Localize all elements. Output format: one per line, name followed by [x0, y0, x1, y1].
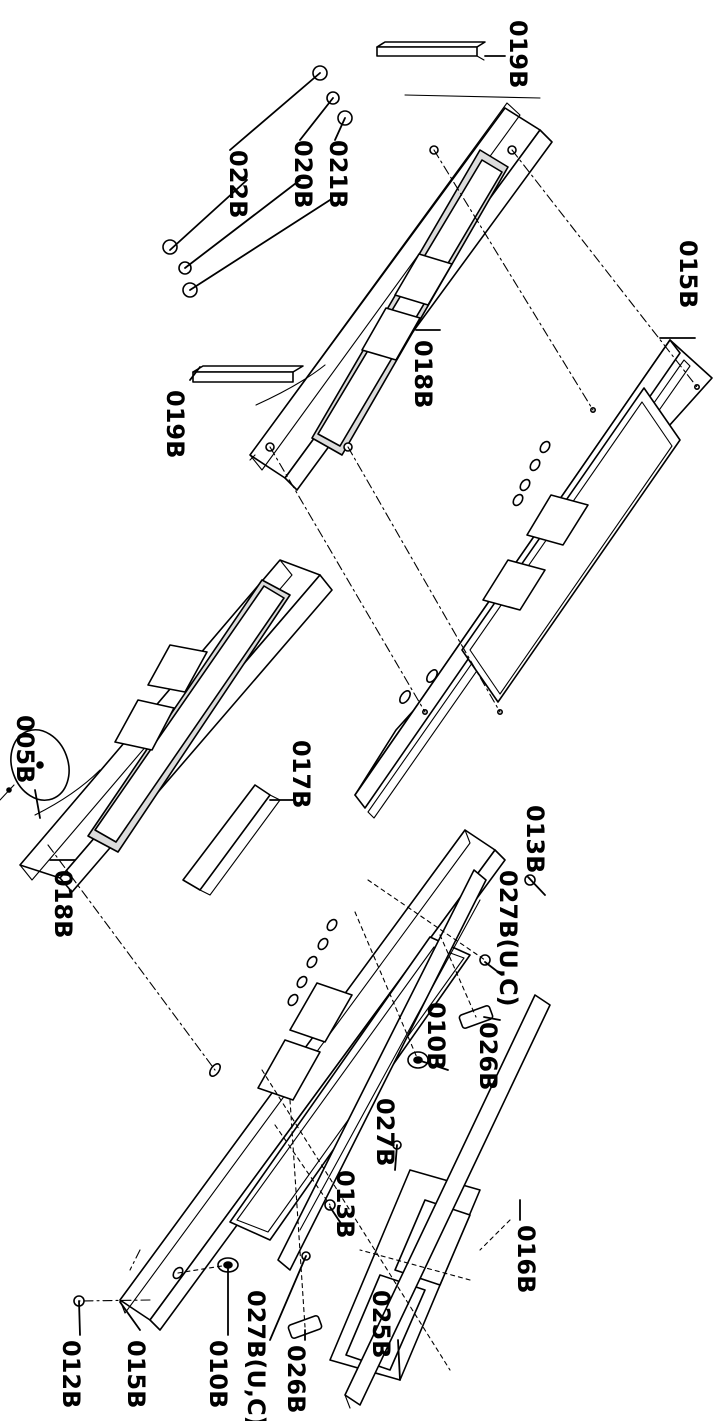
label-027b-left: 027B(U,C): [242, 1290, 270, 1421]
knob-005b: [0, 729, 70, 801]
part-labels: 019B 022B 020B 021B 015B 018B 019B 005B …: [11, 20, 702, 1421]
front-panel-015b-right: [354, 339, 713, 819]
label-019b-top: 019B: [504, 20, 532, 88]
bezel-frame-018b-left: [19, 559, 333, 893]
label-015b-right: 015B: [674, 240, 702, 308]
label-026b-right: 026B: [474, 1022, 502, 1090]
label-025b: 025B: [367, 1290, 395, 1358]
label-018b-left: 018B: [49, 870, 77, 938]
label-018b-right: 018B: [409, 340, 437, 408]
label-016b: 016B: [512, 1225, 540, 1293]
side-strip-019b-mid: [192, 365, 304, 383]
label-027b-right: 027B(U,C): [494, 870, 522, 1007]
label-013b-right: 013B: [521, 805, 549, 873]
filter-017b: [182, 784, 281, 896]
label-021b-a: 021B: [324, 140, 352, 208]
label-010b-left: 010B: [204, 1340, 232, 1408]
right-assembly: [162, 41, 713, 819]
label-013b-left: 013B: [331, 1170, 359, 1238]
label-020b-a: 020B: [289, 140, 317, 208]
label-012b: 012B: [57, 1340, 85, 1408]
label-015b-left: 015B: [122, 1340, 150, 1408]
left-assembly: [0, 559, 551, 1409]
label-019b-mid: 019B: [161, 390, 189, 458]
label-026b-left: 026B: [282, 1345, 310, 1413]
label-017b: 017B: [287, 740, 315, 808]
bezel-frame-018b-right: [249, 102, 553, 491]
label-005b: 005B: [11, 715, 39, 783]
trim-016b: [344, 994, 551, 1409]
label-010b-right: 010B: [422, 1002, 450, 1070]
label-022b-a: 022B: [224, 150, 252, 218]
label-027b-mid: 027B: [371, 1098, 399, 1166]
front-panel-015b-left: [119, 829, 506, 1331]
side-strip-019b-top: [376, 41, 486, 61]
